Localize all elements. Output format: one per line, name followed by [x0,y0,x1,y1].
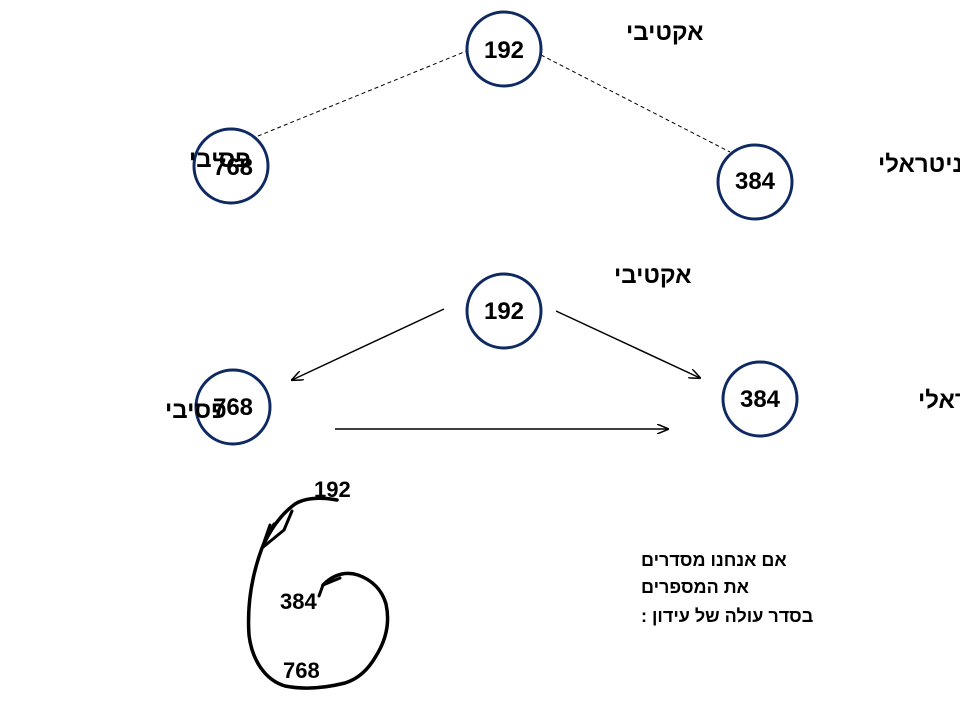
top-tree: 192 אקטיבי 768 פסיבי 384 ניטראלי [189,10,960,221]
spiral-middle-value: 384 [280,589,317,614]
top-root-value: 192 [484,37,524,64]
spiral-bottom-value: 768 [283,658,320,683]
middle-right-value: 384 [740,386,781,413]
top-right-connector [540,54,731,153]
top-right-value: 384 [735,168,776,195]
top-root-circle [465,10,543,88]
top-left-label: פסיבי [189,146,251,173]
top-left-connector [257,49,470,137]
middle-left-label: פסיבי [165,397,227,424]
note-line-2: את המספרים [641,577,749,597]
spiral-arrowhead-inner [317,576,342,598]
top-left-circle [192,127,270,205]
middle-left-circle [194,368,272,446]
middle-right-circle [721,360,799,438]
middle-arrow-right [555,310,700,378]
middle-root-value: 192 [484,298,524,325]
middle-root-label: אקטיבי [614,262,691,289]
top-left-value: 768 [213,154,253,181]
middle-root-circle [465,272,543,350]
middle-left-value: 768 [213,394,253,421]
spiral-sketch: 192 384 768 [246,477,390,690]
middle-arrow-left [292,308,445,380]
middle-right-label: ניטראלי [918,387,960,414]
spiral-arrowhead-top [260,509,294,550]
spiral-top-value: 192 [314,477,351,502]
note-line-1: אם אנחנו מסדרים [641,550,787,570]
top-root-label: אקטיבי [626,19,703,46]
top-right-circle [716,143,794,221]
note: אם אנחנו מסדרים את המספרים בסדר עולה של … [641,550,813,626]
middle-tree: 192 אקטיבי 768 פסיבי 384 ניטראלי [165,262,960,446]
top-right-label: ניטראלי [878,151,960,178]
note-line-3: בסדר עולה של עידון : [641,606,813,626]
